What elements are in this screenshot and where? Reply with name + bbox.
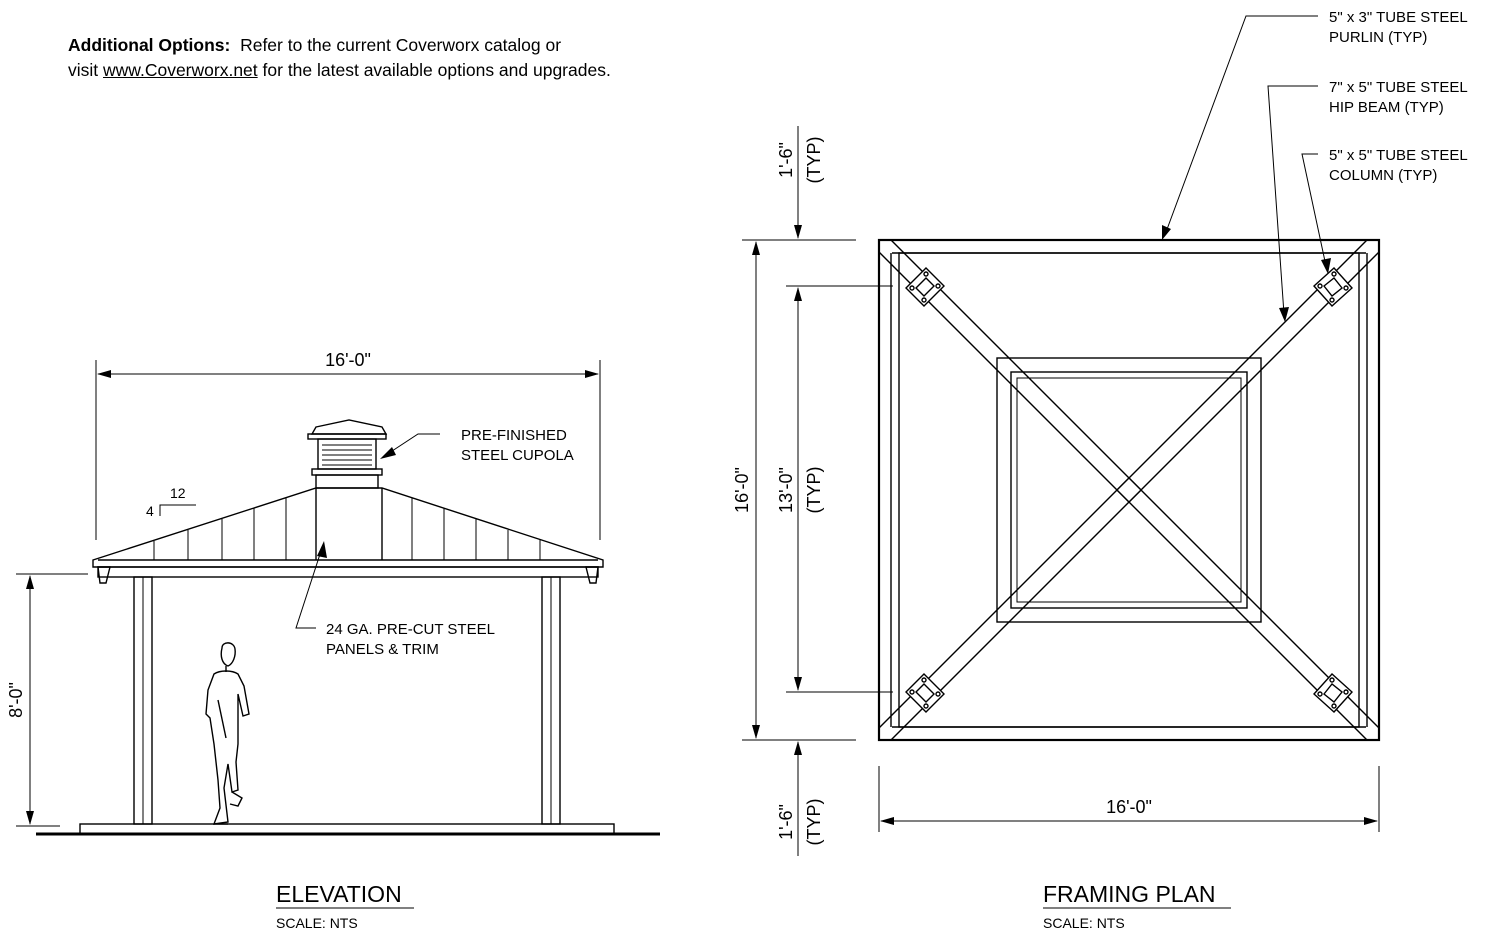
panels-note-2: PANELS & TRIM (326, 641, 439, 658)
elevation-scale: SCALE: NTS (276, 915, 358, 931)
purlin-note-2: PURLIN (TYP) (1329, 29, 1427, 46)
elevation-title: ELEVATION (276, 881, 402, 907)
column-leader (1301, 153, 1327, 267)
purlin-note-1: 5" x 3" TUBE STEEL (1329, 9, 1468, 26)
inner-ring-inner (1010, 371, 1248, 609)
plan-height-dim: 16'-0" (732, 467, 752, 513)
plan-inner-dim: 13'-0" (776, 467, 796, 513)
pitch-rise: 4 (146, 503, 154, 519)
coverworx-link[interactable]: www.Coverworx.net (103, 60, 258, 80)
elev-height-dim: 8'-0" (6, 682, 26, 718)
purlin-leader-arrow (1162, 225, 1171, 240)
panels-leader-arrow (317, 541, 327, 558)
column-plate-nw (905, 267, 945, 307)
overhang-bottom-typ: (TYP) (804, 799, 824, 846)
cupola-note-1: PRE-FINISHED (461, 427, 567, 444)
hip-note-1: 7" x 5" TUBE STEEL (1329, 79, 1468, 96)
column-plate-ne (1313, 267, 1353, 307)
hip-leader (1267, 85, 1318, 315)
cupola-sill (311, 468, 383, 476)
cupola-cap-base (307, 433, 387, 440)
plan-scale: SCALE: NTS (1043, 915, 1125, 931)
options-visit: visit (68, 60, 99, 80)
outer-frame (877, 238, 1381, 742)
hip-note-2: HIP BEAM (TYP) (1329, 99, 1444, 116)
column-note-1: 5" x 5" TUBE STEEL (1329, 147, 1468, 164)
hip-beam-hub (1116, 477, 1142, 503)
plan-title: FRAMING PLAN (1043, 881, 1216, 907)
panels-leader (295, 547, 323, 629)
column-note-2: COLUMN (TYP) (1329, 167, 1437, 184)
pitch-run: 12 (170, 485, 186, 501)
inner-ring-outer (996, 357, 1262, 623)
person-figure (205, 642, 250, 825)
additional-options-note: Additional Options: Refer to the current… (68, 33, 611, 83)
overhang-bottom-dim: 1'-6" (776, 804, 796, 840)
panel-seams (153, 498, 541, 560)
framing-plan-view: 16'-0" 13'-0" (TYP) 1'-6" (TYP) 1'-6" (T… (732, 9, 1468, 931)
roof (92, 487, 604, 584)
elevation-view: 16'-0" 8'-0" (6, 350, 660, 931)
options-label: Additional Options: (68, 35, 231, 55)
cupola-note-2: STEEL CUPOLA (461, 447, 574, 464)
purlin-leader (1165, 15, 1318, 233)
column-leader-arrow (1321, 258, 1331, 274)
pitch-symbol (159, 504, 196, 516)
slab (79, 823, 615, 835)
hip-leader-arrow (1279, 307, 1289, 322)
panels-note-1: 24 GA. PRE-CUT STEEL (326, 621, 495, 638)
column-plate-se (1313, 673, 1353, 713)
gutter-left (97, 566, 111, 584)
plan-width-dim: 16'-0" (1106, 797, 1152, 817)
cupola (307, 419, 388, 489)
gutter-right (585, 566, 599, 584)
cupola-cap (310, 419, 388, 435)
elev-width-dim: 16'-0" (325, 350, 371, 370)
fascia (97, 566, 599, 578)
cupola-leader-arrow (380, 447, 396, 459)
options-line-2: for the latest available options and upg… (262, 60, 611, 80)
cupola-base (315, 474, 379, 489)
column-plate-sw (905, 673, 945, 713)
options-line-1: Refer to the current Coverworx catalog o… (240, 35, 562, 55)
overhang-top-dim: 1'-6" (776, 142, 796, 178)
overhang-top-typ: (TYP) (804, 137, 824, 184)
hip-beams (878, 239, 1380, 741)
plan-inner-dim-typ: (TYP) (804, 467, 824, 514)
cupola-leader (385, 433, 440, 456)
